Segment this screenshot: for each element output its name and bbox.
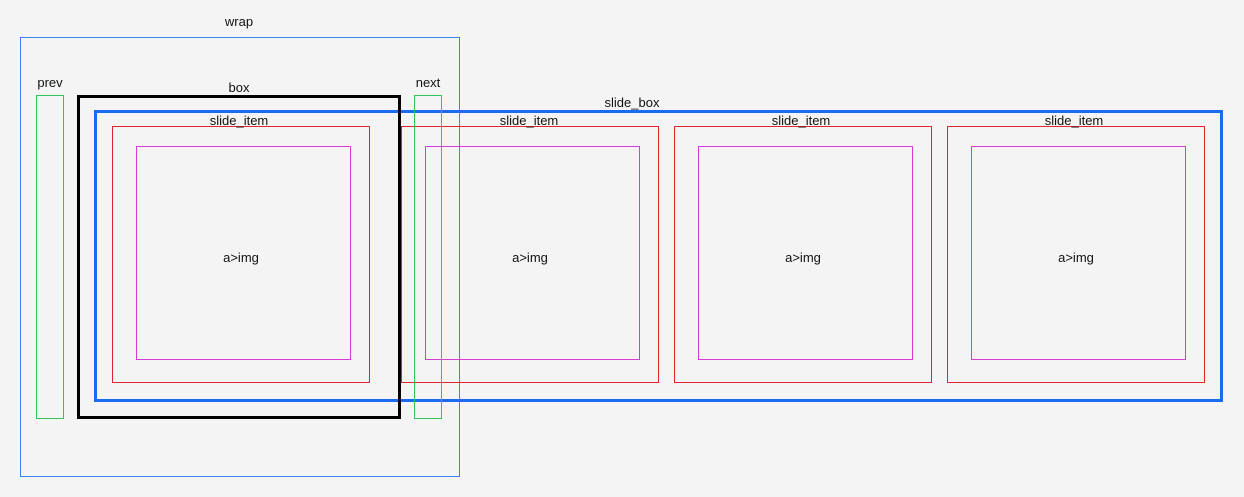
slide-item-3	[674, 126, 932, 383]
image-link-4-label: a>img	[1058, 250, 1094, 265]
slide-item-2-label: slide_item	[499, 113, 559, 128]
slide-item-2	[401, 126, 659, 383]
prev-button-area	[36, 95, 64, 419]
slide-item-4	[947, 126, 1205, 383]
slide-item-1-label: slide_item	[209, 113, 269, 128]
image-link-1	[136, 146, 351, 360]
image-link-2	[425, 146, 640, 360]
image-link-3	[698, 146, 913, 360]
slide-item-1	[112, 126, 370, 383]
image-link-2-label: a>img	[512, 250, 548, 265]
slide-item-3-label: slide_item	[771, 113, 831, 128]
prev-label: prev	[37, 75, 63, 90]
next-label: next	[415, 75, 441, 90]
box-label: box	[228, 80, 250, 95]
wrap-label: wrap	[224, 14, 254, 29]
image-link-4	[971, 146, 1186, 360]
box-viewport	[77, 95, 401, 419]
slide-box-container	[94, 110, 1223, 402]
wrap-container	[20, 37, 460, 477]
next-button-area	[414, 95, 442, 419]
slide-item-4-label: slide_item	[1044, 113, 1104, 128]
slide-box-label: slide_box	[604, 95, 660, 110]
image-link-1-label: a>img	[223, 250, 259, 265]
image-link-3-label: a>img	[785, 250, 821, 265]
